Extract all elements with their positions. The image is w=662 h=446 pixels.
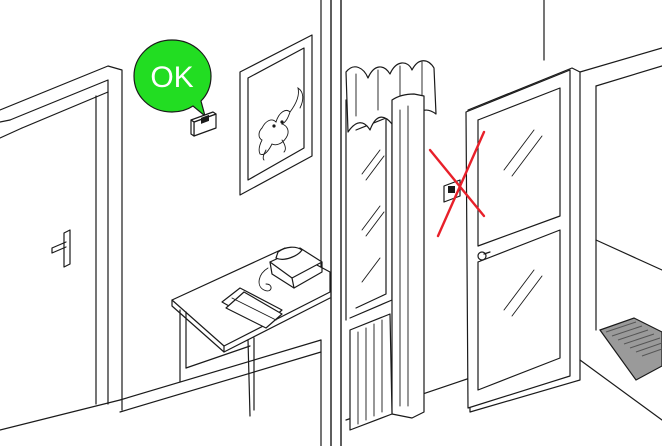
right-door <box>466 68 580 412</box>
door-handle-icon <box>52 230 70 267</box>
window-with-curtain <box>346 61 436 430</box>
wall-picture <box>240 35 312 195</box>
panel-divider <box>331 0 341 446</box>
radiator <box>350 314 392 430</box>
side-table <box>172 248 330 416</box>
doormat <box>600 318 662 380</box>
ok-badge: OK <box>134 40 211 116</box>
left-door <box>0 66 122 410</box>
right-panel <box>346 0 662 430</box>
thermostat-correct <box>191 112 216 136</box>
ok-label: OK <box>150 61 193 94</box>
left-panel: OK <box>0 0 330 446</box>
